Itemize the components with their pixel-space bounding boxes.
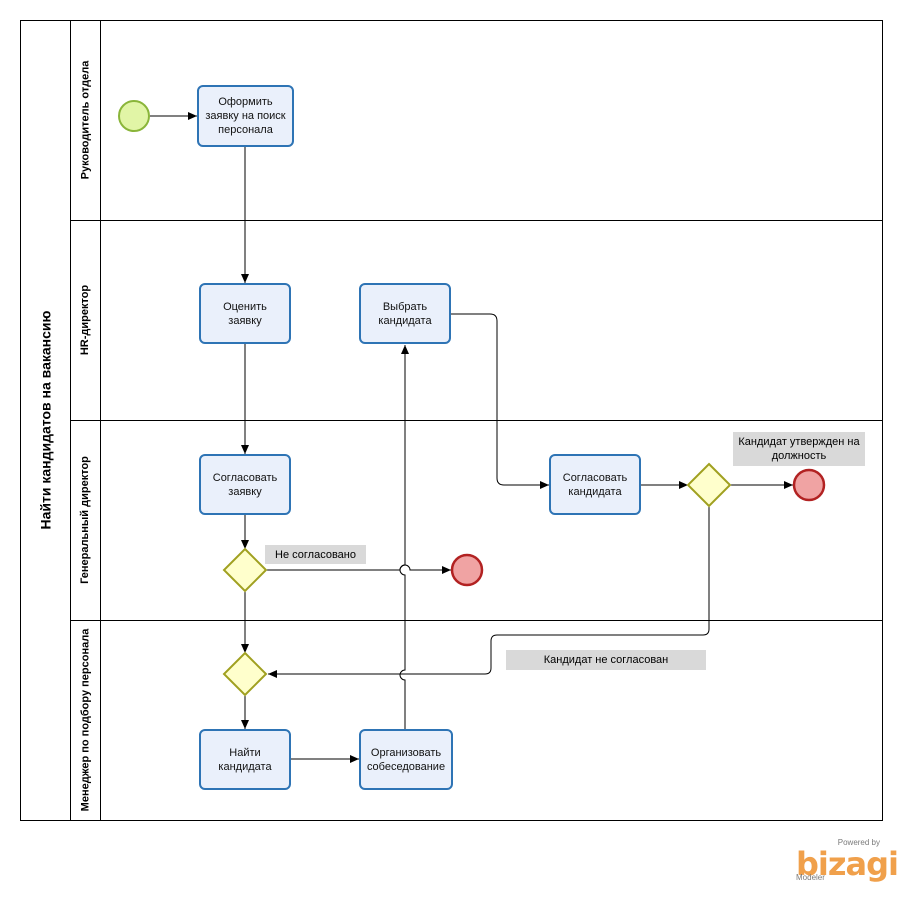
powered-by-text: Powered by	[837, 838, 880, 847]
task-create-request-label: Оформить заявку на поиск персонала	[205, 96, 286, 136]
gateway-request-decision[interactable]	[222, 547, 268, 593]
annotation-not-approved-text: Не согласовано	[275, 548, 356, 561]
task-approve-request[interactable]: Согласовать заявку	[199, 454, 291, 515]
annotation-candidate-not-approved: Кандидат не согласован	[506, 650, 706, 670]
pool-title-text: Найти кандидатов на вакансию	[37, 310, 53, 530]
task-evaluate-request[interactable]: Оценить заявку	[199, 283, 291, 344]
annotation-not-approved: Не согласовано	[265, 545, 366, 564]
task-approve-candidate-label: Согласовать кандидата	[562, 471, 628, 498]
lane-title-mgr: Менеджер по подбору персонала	[70, 620, 100, 820]
gateway-merge[interactable]	[222, 651, 268, 697]
task-approve-candidate[interactable]: Согласовать кандидата	[549, 454, 641, 515]
task-find-candidate-label: Найти кандидата	[218, 746, 272, 773]
lane-title-head: Руководитель отдела	[70, 20, 100, 220]
bizagi-wordmark: bizagi	[796, 845, 899, 883]
task-organize-interview-label: Организовать собеседование	[366, 746, 446, 773]
annotation-candidate-not-approved-text: Кандидат не согласован	[543, 654, 669, 666]
modeler-text: Modeler	[796, 873, 825, 882]
lane-title-gd-text: Генеральный директор	[79, 456, 91, 584]
annotation-candidate-approved: Кандидат утвержден на должность	[733, 432, 865, 466]
flow-gateway-rejected-to-merge	[268, 506, 710, 678]
start-event[interactable]	[118, 100, 150, 132]
lane-title-gd: Генеральный директор	[70, 420, 100, 620]
lane-title-hr: HR-директор	[70, 220, 100, 420]
pool-title: Найти кандидатов на вакансию	[20, 20, 70, 820]
pool-border	[20, 20, 883, 821]
flow-interview-to-choose	[399, 345, 409, 729]
lane-title-mgr-text: Менеджер по подбору персонала	[79, 628, 92, 812]
flow-choose-to-approve-candidate	[451, 313, 549, 489]
lane-title-hr-text: HR-директор	[79, 284, 92, 356]
end-event-not-approved[interactable]	[450, 553, 484, 587]
end-event-candidate-approved[interactable]	[792, 468, 826, 502]
task-choose-candidate-label: Выбрать кандидата	[378, 300, 432, 327]
task-create-request[interactable]: Оформить заявку на поиск персонала	[197, 85, 294, 147]
annotation-candidate-approved-text: Кандидат утвержден на должность	[738, 436, 860, 462]
lane-title-head-text: Руководитель отдела	[79, 60, 91, 180]
task-evaluate-request-label: Оценить заявку	[223, 300, 267, 327]
task-organize-interview[interactable]: Организовать собеседование	[359, 729, 453, 790]
bizagi-logo: Powered by bizagi Modeler	[796, 838, 899, 888]
task-choose-candidate[interactable]: Выбрать кандидата	[359, 283, 451, 344]
task-find-candidate[interactable]: Найти кандидата	[199, 729, 291, 790]
flow-gateway-not-approved-to-end	[266, 564, 451, 574]
gateway-candidate-decision[interactable]	[686, 462, 732, 508]
task-approve-request-label: Согласовать заявку	[212, 471, 278, 498]
